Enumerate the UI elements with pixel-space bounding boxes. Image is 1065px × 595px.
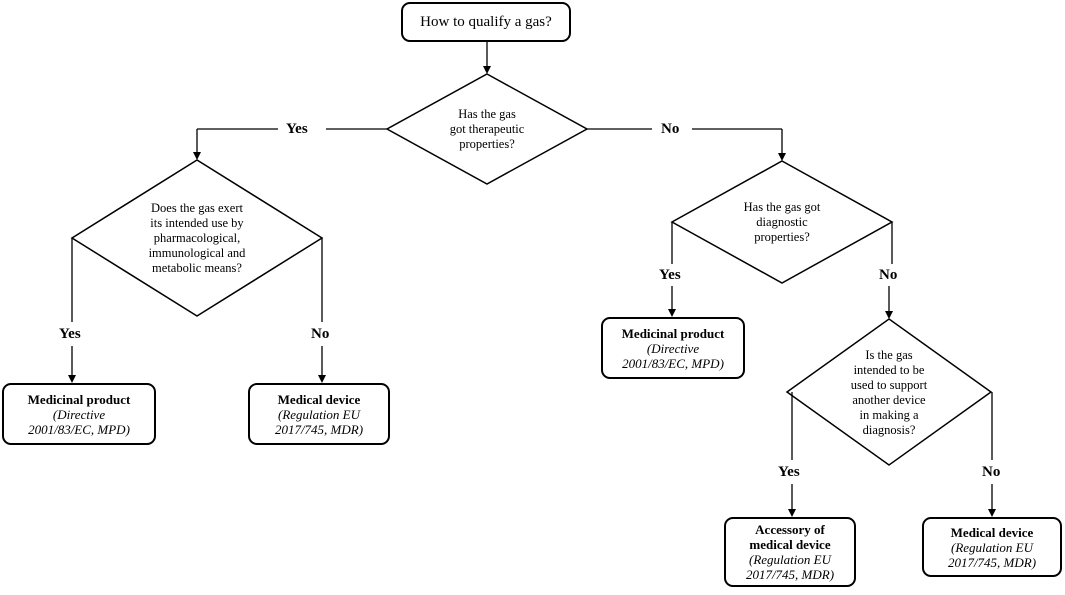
q2-line: immunological and: [148, 245, 246, 260]
q2-text: Does the gas exert its intended use by p…: [117, 198, 277, 278]
outcome-title: Medicinal product: [27, 391, 131, 407]
q3-text: Has the gas got diagnostic properties?: [712, 195, 852, 249]
q4-line: Is the gas: [865, 348, 913, 362]
q2-line: its intended use by: [150, 215, 244, 230]
q2-no-label: No: [311, 326, 330, 342]
outcome-medical-device-left: Medical device (Regulation EU 2017/745, …: [248, 383, 390, 445]
arrowhead: [988, 509, 996, 517]
q3-yes-label: Yes: [659, 267, 681, 283]
outcome-title: Medical device: [950, 524, 1034, 540]
q1-text: Has the gas got therapeutic properties?: [417, 102, 557, 156]
q1-line: properties?: [459, 136, 515, 151]
outcome-subtitle: (Regulation EU: [951, 539, 1033, 555]
arrowhead: [318, 375, 326, 383]
arrowhead: [193, 152, 201, 160]
q1-line: got therapeutic: [449, 121, 525, 136]
q2-line: pharmacological,: [153, 230, 241, 245]
outcome-subtitle: (Regulation EU: [749, 552, 831, 567]
q2-yes-label: Yes: [59, 326, 81, 342]
q4-line: diagnosis?: [862, 423, 916, 437]
outcome-subtitle: (Directive: [646, 340, 700, 356]
outcome-subtitle: (Directive: [52, 406, 106, 422]
q4-line: in making a: [859, 408, 919, 422]
outcome-medicinal-product-left: Medicinal product (Directive 2001/83/EC,…: [2, 383, 156, 445]
q2-diamond: [70, 159, 324, 317]
q1-no-label: No: [661, 121, 680, 137]
q4-no-label: No: [982, 464, 1001, 480]
q4-diamond: [785, 318, 993, 466]
q3-line: properties?: [754, 229, 810, 244]
arrowhead: [885, 311, 893, 319]
q1-line: Has the gas: [458, 106, 516, 121]
q1-diamond: [385, 73, 589, 185]
outcome-accessory-medical-device: Accessory of medical device (Regulation …: [724, 517, 856, 587]
arrowhead: [68, 375, 76, 383]
outcome-medical-device-right: Medical device (Regulation EU 2017/745, …: [922, 517, 1062, 577]
q3-no-label: No: [879, 267, 898, 283]
q3-line: diagnostic: [756, 214, 808, 229]
arrowhead: [788, 509, 796, 517]
start-text: How to qualify a gas?: [420, 13, 552, 30]
q3-line: Has the gas got: [743, 199, 821, 214]
q2-line: Does the gas exert: [151, 200, 243, 215]
q4-text: Is the gas intended to be used to suppor…: [829, 345, 949, 441]
q4-line: intended to be: [853, 363, 925, 377]
outcome-subtitle: (Regulation EU: [278, 406, 360, 422]
outcome-medicinal-product-right: Medicinal product (Directive 2001/83/EC,…: [601, 317, 745, 379]
outcome-subtitle: 2001/83/EC, MPD): [622, 355, 724, 371]
start-box: How to qualify a gas?: [401, 2, 571, 42]
outcome-title: Medicinal product: [621, 325, 725, 341]
outcome-title: Accessory of: [755, 522, 825, 537]
outcome-subtitle: 2017/745, MDR): [947, 554, 1037, 570]
outcome-subtitle: 2001/83/EC, MPD): [28, 421, 130, 437]
q3-diamond: [670, 160, 894, 284]
q4-line: used to support: [850, 378, 928, 392]
arrowhead: [483, 66, 491, 74]
outcome-subtitle: 2017/745, MDR): [274, 421, 364, 437]
q4-yes-label: Yes: [778, 464, 800, 480]
outcome-title: Medical device: [277, 391, 361, 407]
arrowhead: [668, 309, 676, 317]
q2-line: metabolic means?: [152, 260, 242, 275]
outcome-title: medical device: [749, 537, 831, 552]
q4-line: another device: [852, 393, 926, 407]
q1-yes-label: Yes: [286, 121, 308, 137]
outcome-subtitle: 2017/745, MDR): [745, 567, 835, 582]
arrowhead: [778, 153, 786, 161]
